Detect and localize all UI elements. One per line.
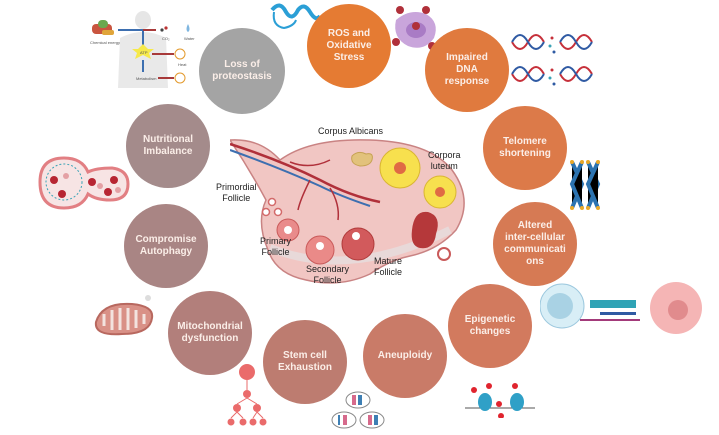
label-corpora-luteum: Corpora luteum (428, 150, 461, 171)
ovary-illustration (228, 130, 470, 290)
heat-label: Heat (178, 62, 187, 67)
broken-dna-icon (510, 34, 595, 94)
cell-communication-icon (539, 280, 712, 340)
nucleosome-methylation-icon (465, 378, 537, 419)
chemical-energy-label: Chemical energy (90, 40, 121, 45)
hallmark-nutritional-imbalance: Nutritional Imbalance (126, 104, 210, 188)
label-corpus-albicans: Corpus Albicans (318, 126, 384, 136)
label-primary-follicle: Primary Follicle (260, 236, 291, 257)
mitochondrion-icon (92, 292, 158, 340)
co2-label: CO₂ (162, 36, 170, 41)
label-primordial-follicle: Primordial Follicle (216, 182, 257, 203)
hallmark-ros-oxidative-stress: ROS and Oxidative Stress (307, 4, 391, 88)
ros-cell-icon (390, 4, 442, 54)
energy-metabolism-icon: Chemical energy CO₂ Water ATP Heat Metab… (88, 10, 198, 90)
hallmark-telomere-shortening: Telomere shortening (483, 106, 567, 190)
chromosome-telomere-icon (568, 160, 602, 210)
karyotype-icon (330, 390, 390, 430)
hallmark-loss-of-proteostasis: Loss of proteostasis (199, 28, 285, 114)
stem-cell-lineage-icon (225, 364, 270, 428)
autophagosome-lysosome-icon (36, 154, 132, 210)
hallmark-compromise-autophagy: Compromise Autophagy (124, 204, 208, 288)
label-mature-follicle: Mature Follicle (374, 256, 403, 277)
hallmark-stem-cell-exhaustion: Stem cell Exhaustion (263, 320, 347, 404)
atp-label: ATP (140, 50, 148, 55)
hallmark-aneuploidy: Aneuploidy (363, 314, 447, 398)
hallmark-impaired-dna-response: Impaired DNA response (425, 28, 509, 112)
hallmark-epigenetic-changes: Epigenetic changes (448, 284, 532, 368)
protein-icon (268, 2, 323, 34)
water-label: Water (184, 36, 195, 41)
hallmark-altered-intercellular-communications: Altered inter-cellular communicati ons (493, 202, 577, 286)
hallmark-mitochondrial-dysfunction: Mitochondrial dysfunction (168, 291, 252, 375)
metabolism-label: Metabolism (136, 76, 157, 81)
label-secondary-follicle: Secondary Follicle (306, 264, 350, 285)
